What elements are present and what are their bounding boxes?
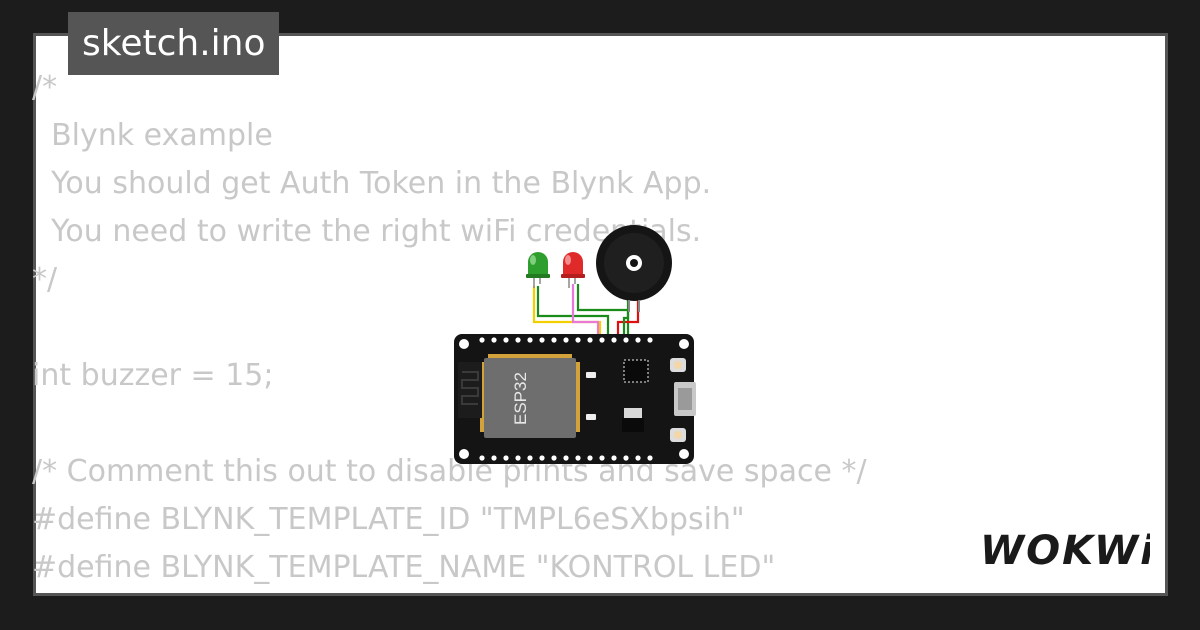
code-line: #define BLYNK_TEMPLATE_NAME "KONTROL LED…: [32, 550, 776, 585]
green-led-icon: [526, 252, 550, 288]
code-line: #define BLYNK_TEMPLATE_ID "TMPL6eSXbpsih…: [32, 502, 745, 537]
wokwi-logo-text: WOKWi: [980, 528, 1150, 574]
preview-card: [33, 33, 1168, 596]
pin-header-top: [479, 337, 653, 343]
file-tab-label: sketch.ino: [82, 23, 266, 64]
code-line: [32, 304, 867, 352]
pin-header-bottom: [479, 455, 653, 461]
buzzer-icon: [596, 225, 672, 312]
code-line: [32, 400, 867, 448]
code-line: You should get Auth Token in the Blynk A…: [32, 166, 712, 201]
esp32-board-icon: ESP32: [454, 334, 696, 464]
circuit-diagram: ESP32: [454, 225, 696, 464]
code-preview: /* Blynk example You should get Auth Tok…: [32, 64, 867, 592]
file-tab[interactable]: sketch.ino: [68, 12, 280, 75]
wokwi-logo-icon: WOKWi: [980, 528, 1150, 574]
red-led-icon: [561, 252, 585, 288]
esp32-chip-label: ESP32: [511, 372, 530, 425]
code-line: */: [32, 262, 58, 297]
code-line: You need to write the right wiFi credent…: [32, 214, 702, 249]
code-line: /*: [32, 70, 58, 105]
code-line: /* Comment this out to disable prints an…: [32, 454, 867, 489]
code-line: Blynk example: [32, 118, 273, 153]
code-line: int buzzer = 15;: [32, 358, 274, 393]
